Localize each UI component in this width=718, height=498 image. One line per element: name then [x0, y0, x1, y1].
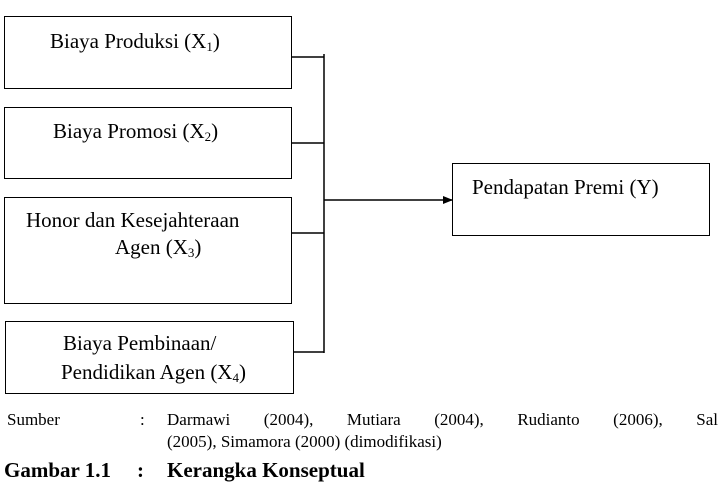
variable-box-x3: [4, 197, 292, 304]
source-word: (2004),: [263, 410, 314, 429]
source-text-line1: Darmawi (2004), Mutiara (2004), Rudianto…: [167, 410, 718, 430]
variable-label-x3-line2: Agen (X3): [115, 235, 202, 260]
variable-label-x2: Biaya Promosi (X2): [53, 119, 219, 144]
variable-label-x4-line1: Biaya Pembinaan/: [63, 331, 217, 355]
source-text-line2: (2005), Simamora (2000) (dimodifikasi): [167, 432, 442, 451]
source-label: Sumber: [7, 410, 60, 429]
variable-label-x4-line2: Pendidikan Agen (X4): [61, 360, 246, 385]
subscript: 3: [187, 245, 195, 260]
source-word: Sal: [696, 410, 718, 429]
figure-title: Kerangka Konseptual: [167, 458, 365, 482]
source-word: (2006),: [613, 410, 663, 429]
source-word: (2004),: [434, 410, 484, 429]
variable-label-x3-line1: Honor dan Kesejahteraan: [26, 208, 240, 232]
variable-box-x1: [4, 16, 292, 89]
source-colon: :: [140, 410, 145, 429]
subscript: 4: [232, 370, 239, 385]
variable-box-y: [452, 163, 710, 236]
source-word: Mutiara: [346, 410, 401, 429]
variable-box-x2: [4, 107, 292, 179]
subscript: 1: [206, 39, 213, 54]
source-word: Darmawi: [167, 410, 231, 429]
figure-colon: :: [137, 458, 144, 482]
variable-box-x4: [5, 321, 294, 394]
figure-label: Gambar 1.1: [4, 458, 111, 482]
subscript: 2: [204, 129, 212, 144]
variable-label-x1: Biaya Produksi (X1): [50, 29, 220, 54]
variable-label-y: Pendapatan Premi (Y): [472, 175, 659, 199]
source-word: Rudianto: [517, 410, 580, 429]
